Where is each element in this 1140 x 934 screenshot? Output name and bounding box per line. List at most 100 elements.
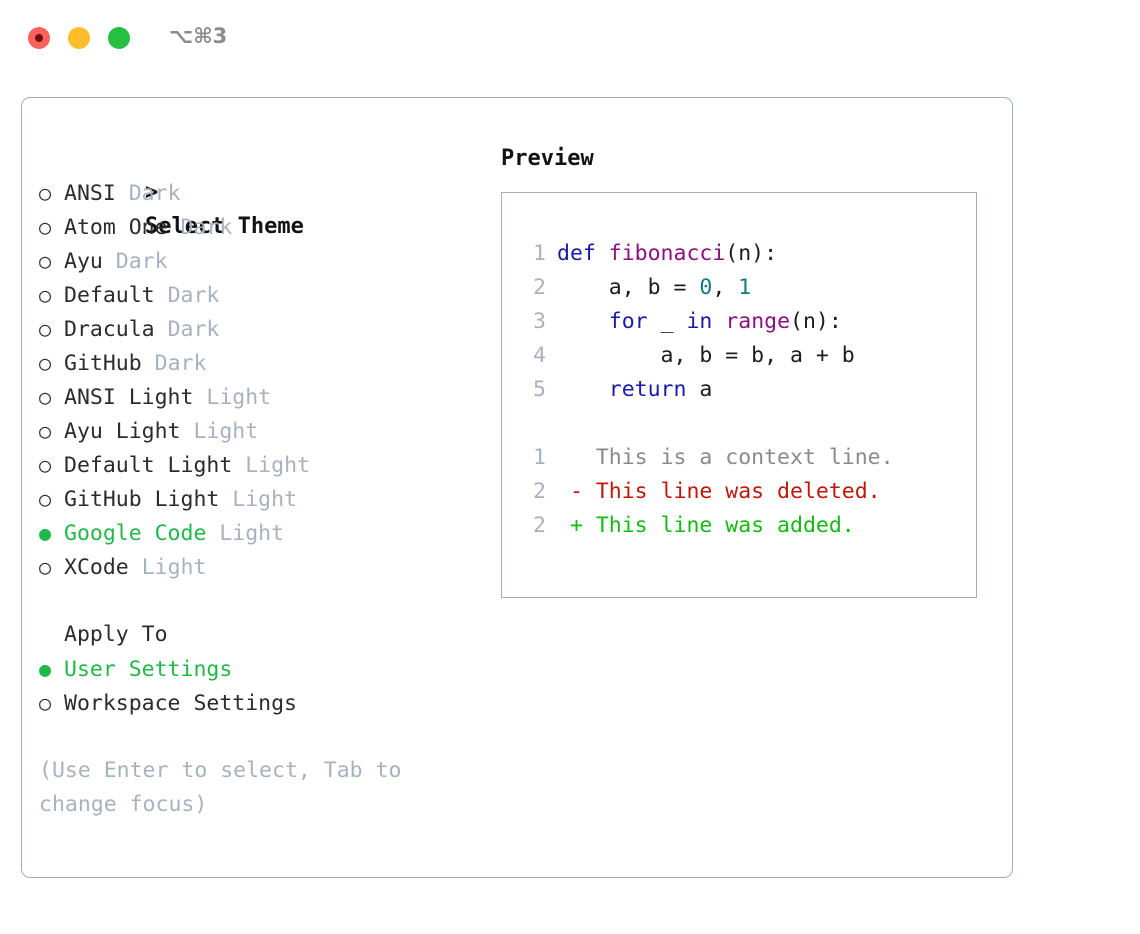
theme-option-spacer — [193, 381, 206, 415]
theme-option-kind: Dark — [128, 181, 181, 206]
theme-option-row[interactable]: ○ GitHub Dark — [39, 346, 489, 380]
theme-option-kind: Dark — [167, 283, 220, 308]
theme-option-row[interactable]: ○ GitHub Light Light — [39, 482, 489, 516]
code-token: for — [608, 309, 648, 334]
theme-option-kind: Light — [245, 453, 310, 478]
radio-selected-icon[interactable]: ● — [39, 657, 52, 681]
diff-marker: - — [557, 479, 596, 504]
diff-sample: 1 This is a context line.2 - This line w… — [520, 441, 976, 543]
theme-option-name: Default — [64, 283, 155, 308]
theme-option-row[interactable]: ○ Atom One Dark — [39, 210, 489, 244]
code-token — [712, 309, 725, 334]
code-token: a — [686, 377, 713, 402]
diff-marker: + — [557, 513, 596, 538]
theme-option-spacer — [116, 177, 129, 211]
minimize-button[interactable] — [68, 27, 90, 49]
apply-to-option-row[interactable]: ● User Settings — [39, 652, 489, 686]
code-token: , — [712, 275, 739, 300]
apply-to-option-row[interactable]: ○Workspace Settings — [39, 686, 489, 720]
theme-option-row[interactable]: ○ANSI Dark — [39, 176, 489, 210]
theme-option-name: XCode — [64, 555, 129, 580]
radio-unselected-icon[interactable]: ○ — [39, 555, 52, 579]
theme-option-spacer — [142, 347, 155, 381]
line-number: 3 — [533, 309, 546, 334]
theme-option-name: GitHub — [64, 351, 142, 376]
radio-unselected-icon[interactable]: ○ — [39, 691, 52, 715]
theme-option-name: Google Code — [64, 521, 207, 546]
apply-to-heading: Apply To — [64, 622, 168, 647]
diff-line: 2 - This line was deleted. — [520, 475, 976, 509]
code-token: 1 — [738, 275, 752, 300]
line-number: 5 — [533, 377, 546, 402]
keyboard-hint-text: (Use Enter to select, Tab to change focu… — [39, 758, 402, 817]
code-token: a, b = b, a + b — [557, 343, 855, 368]
apply-to-option-name: User Settings — [64, 657, 233, 682]
theme-option-row[interactable]: ○ANSI Light Light — [39, 380, 489, 414]
maximize-button[interactable] — [108, 27, 130, 49]
line-number: 4 — [533, 343, 546, 368]
radio-unselected-icon[interactable]: ○ — [39, 419, 52, 443]
theme-option-row[interactable]: ○ Dracula Dark — [39, 312, 489, 346]
select-theme-heading: > Select Theme — [39, 142, 489, 239]
code-token: _ — [647, 309, 687, 334]
theme-option-name: Dracula — [64, 317, 155, 342]
line-number: 1 — [533, 445, 546, 470]
theme-option-row[interactable]: ○Ayu Light Light — [39, 414, 489, 448]
theme-option-row[interactable]: ○ Default Dark — [39, 278, 489, 312]
theme-option-kind: Dark — [167, 317, 220, 342]
theme-option-kind: Light — [219, 521, 285, 546]
theme-option-spacer — [155, 313, 168, 347]
theme-option-kind: Light — [206, 385, 272, 410]
line-number: 2 — [533, 479, 546, 504]
diff-line: 2 + This line was added. — [520, 509, 976, 543]
theme-option-name: Atom One — [64, 215, 168, 240]
main-panel: > Select Theme ○ANSI Dark○Atom One Dark○… — [21, 97, 1013, 878]
theme-option-kind: Light — [232, 487, 298, 512]
theme-option-kind: Dark — [180, 215, 233, 240]
theme-option-spacer — [232, 449, 245, 483]
theme-option-spacer — [181, 415, 194, 449]
theme-option-spacer — [129, 551, 142, 585]
theme-option-name: Default Light — [64, 453, 233, 478]
radio-unselected-icon[interactable]: ○ — [39, 317, 52, 341]
code-token: (n): — [725, 241, 778, 266]
code-diff-spacer — [520, 407, 976, 441]
line-number: 2 — [533, 275, 546, 300]
radio-unselected-icon[interactable]: ○ — [39, 283, 52, 307]
radio-unselected-icon[interactable]: ○ — [39, 487, 52, 511]
theme-option-list: ○ANSI Dark○Atom One Dark○Ayu Dark○Defaul… — [39, 176, 489, 584]
preview-heading: Preview — [501, 146, 594, 171]
radio-selected-icon[interactable]: ● — [39, 521, 52, 545]
theme-picker-column: > Select Theme ○ANSI Dark○Atom One Dark○… — [39, 142, 489, 822]
theme-option-row[interactable]: ○Ayu Dark — [39, 244, 489, 278]
theme-option-spacer — [155, 279, 168, 313]
line-number: 1 — [533, 241, 546, 266]
radio-unselected-icon[interactable]: ○ — [39, 181, 52, 205]
theme-option-kind: Dark — [154, 351, 207, 376]
code-token: return — [608, 377, 687, 402]
theme-option-row[interactable]: ○ Default Light Light — [39, 448, 489, 482]
radio-unselected-icon[interactable]: ○ — [39, 351, 52, 375]
theme-option-kind: Light — [141, 555, 207, 580]
theme-option-row[interactable]: ○ XCode Light — [39, 550, 489, 584]
code-token: range — [725, 309, 791, 334]
title-bar: ⌥⌘3 — [0, 0, 1140, 76]
record-indicator-icon — [35, 34, 43, 42]
radio-unselected-icon[interactable]: ○ — [39, 453, 52, 477]
theme-option-spacer — [206, 517, 219, 551]
close-button[interactable] — [28, 27, 50, 49]
theme-option-name: Ayu — [64, 249, 103, 274]
theme-option-row[interactable]: ● Google Code Light — [39, 516, 489, 550]
theme-option-spacer — [103, 245, 116, 279]
radio-unselected-icon[interactable]: ○ — [39, 215, 52, 239]
radio-unselected-icon[interactable]: ○ — [39, 249, 52, 273]
code-line: 5 return a — [520, 373, 976, 407]
radio-unselected-icon[interactable]: ○ — [39, 385, 52, 409]
code-token: fibonacci — [608, 241, 726, 266]
theme-option-spacer — [168, 211, 181, 245]
theme-option-name: GitHub Light — [64, 487, 220, 512]
code-token — [557, 309, 609, 334]
